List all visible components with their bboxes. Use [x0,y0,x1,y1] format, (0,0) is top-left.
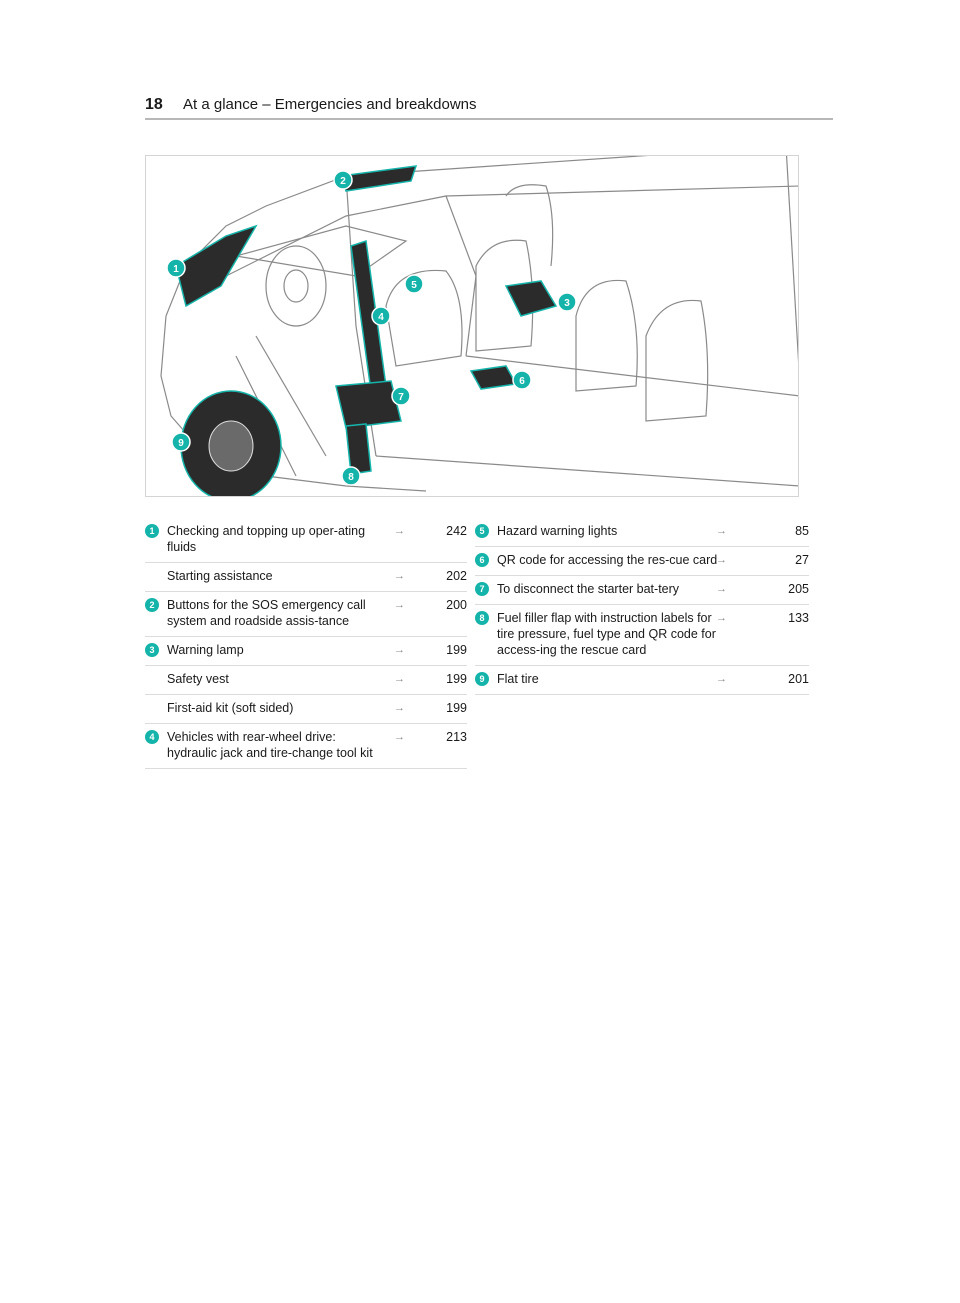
legend-row: Starting assistance → 202 [145,563,467,592]
legend-row: 1 Checking and topping up oper-ating flu… [145,518,467,563]
legend-row: 4 Vehicles with rear-wheel drive: hydrau… [145,724,467,769]
legend-label: Warning lamp [167,643,244,657]
legend-label: First-aid kit (soft sided) [167,701,294,715]
legend-row: 2 Buttons for the SOS emergency call sys… [145,592,467,637]
legend-label: Starting assistance [167,569,273,583]
callout-5: 5 [404,274,424,294]
page-reference[interactable]: 199 [446,672,467,686]
legend-row: 3 Warning lamp → 199 [145,637,467,666]
page-reference[interactable]: 133 [788,611,809,625]
legend-label: Vehicles with rear-wheel drive: hydrauli… [167,730,373,760]
page-reference[interactable]: 200 [446,598,467,612]
arrow-icon: → [394,525,405,537]
arrow-icon: → [716,612,727,624]
callout-badge: 2 [145,598,159,612]
callout-4: 4 [371,306,391,326]
legend-label: To disconnect the starter bat-tery [497,582,680,596]
svg-text:8: 8 [348,472,354,483]
page-reference[interactable]: 242 [446,524,467,538]
callout-badge: 9 [475,672,489,686]
arrow-icon: → [394,702,405,714]
callout-badge: 7 [475,582,489,596]
arrow-icon: → [394,644,405,656]
legend-label: Hazard warning lights [497,524,618,538]
page-reference[interactable]: 201 [788,672,809,686]
legend-row: 7 To disconnect the starter bat-tery → 2… [475,576,809,605]
callout-badge: 6 [475,553,489,567]
callout-badge: 5 [475,524,489,538]
arrow-icon: → [394,673,405,685]
legend-label: Fuel filler flap with instruction labels… [497,611,716,657]
legend-row: First-aid kit (soft sided) → 199 [145,695,467,724]
legend-label: Checking and topping up oper-ating fluid… [167,524,366,554]
arrow-icon: → [716,525,727,537]
legend-label: Flat tire [497,672,539,686]
legend-row: 6 QR code for accessing the res-cue card… [475,547,809,576]
legend-label: Buttons for the SOS emergency call syste… [167,598,366,628]
legend-row: Safety vest → 199 [145,666,467,695]
vehicle-illustration: 1 2 3 4 5 6 7 8 9 [145,155,799,497]
page-reference[interactable]: 199 [446,643,467,657]
page-reference[interactable]: 205 [788,582,809,596]
svg-text:6: 6 [519,376,525,387]
legend-row: 9 Flat tire → 201 [475,666,809,695]
legend-row: 8 Fuel filler flap with instruction labe… [475,605,809,666]
legend-row: 5 Hazard warning lights → 85 [475,518,809,547]
svg-text:9: 9 [178,438,184,449]
svg-text:4: 4 [378,312,384,323]
svg-text:2: 2 [340,176,346,187]
callout-7: 7 [391,386,411,406]
arrow-icon: → [716,673,727,685]
callout-2: 2 [333,170,353,190]
arrow-icon: → [394,731,405,743]
callout-3: 3 [557,292,577,312]
page-reference[interactable]: 27 [795,553,809,567]
page-number: 18 [145,96,163,113]
page-reference[interactable]: 213 [446,730,467,744]
page-header: 18 At a glance – Emergencies and breakdo… [145,94,833,120]
legend-label: Safety vest [167,672,229,686]
callout-badge: 3 [145,643,159,657]
page-reference[interactable]: 202 [446,569,467,583]
svg-text:5: 5 [411,280,417,291]
arrow-icon: → [394,599,405,611]
callout-badge: 4 [145,730,159,744]
callout-9: 9 [171,432,191,452]
page-reference[interactable]: 85 [795,524,809,538]
legend-label: QR code for accessing the res-cue card [497,553,718,567]
arrow-icon: → [716,583,727,595]
left-legend-column: 1 Checking and topping up oper-ating flu… [145,518,467,769]
page-reference[interactable]: 199 [446,701,467,715]
page-title: At a glance – Emergencies and breakdowns [183,96,477,113]
callout-8: 8 [341,466,361,486]
svg-text:7: 7 [398,392,404,403]
svg-text:3: 3 [564,298,570,309]
arrow-icon: → [716,554,727,566]
callout-6: 6 [512,370,532,390]
svg-text:1: 1 [173,264,179,275]
arrow-icon: → [394,570,405,582]
right-legend-column: 5 Hazard warning lights → 85 6 QR code f… [475,518,809,695]
callout-1: 1 [166,258,186,278]
callout-badge: 1 [145,524,159,538]
callout-badge: 8 [475,611,489,625]
